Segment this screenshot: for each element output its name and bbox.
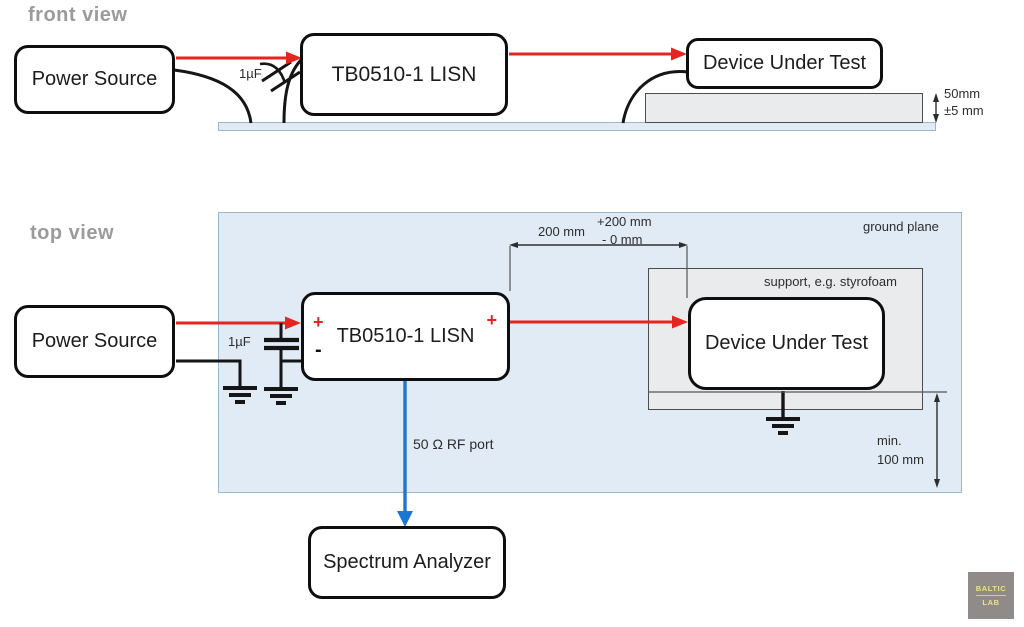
- dim-200mm-value: 200 mm: [538, 224, 585, 239]
- tv-dut-label: Device Under Test: [704, 332, 869, 354]
- rf-port-arrow: [397, 381, 413, 527]
- fv-height-dim-line2: ±5 mm: [944, 103, 984, 118]
- spectrum-analyzer-label: Spectrum Analyzer: [323, 551, 491, 573]
- edge-dimension-label: min. 100 mm: [877, 431, 924, 469]
- tv-ground-symbol-dut: [766, 391, 800, 435]
- edge-dim-line2: 100 mm: [877, 452, 924, 467]
- fv-capacitor-label: 1µF: [239, 66, 262, 81]
- tv-capacitor-label: 1µF: [228, 334, 251, 349]
- fv-wire-dut-to-plane: [621, 70, 689, 124]
- fv-lisn-box: TB0510-1 LISN: [300, 33, 508, 116]
- fv-dut-box: Device Under Test: [686, 38, 883, 89]
- fv-dut-label: Device Under Test: [702, 52, 867, 74]
- fv-wire-hook: [259, 62, 287, 84]
- fv-wire-ps-to-plane: [173, 68, 253, 124]
- rf-port-label: 50 Ω RF port: [413, 436, 494, 452]
- fv-power-source-box: Power Source: [14, 45, 175, 114]
- fv-wire-plane-to-lisn: [282, 56, 305, 124]
- tv-power-source-label: Power Source: [31, 330, 158, 352]
- top-view-label: top view: [30, 222, 115, 244]
- support-label: support, e.g. styrofoam: [764, 274, 897, 289]
- tv-lisn-plus-right: +: [486, 310, 497, 330]
- tv-dimension-min100mm: [648, 391, 947, 488]
- fv-arrow-lisn-to-dut: [509, 47, 687, 61]
- fv-height-dim-line1: 50mm: [944, 86, 981, 101]
- logo-line1: BALTIC: [975, 584, 1007, 596]
- tv-dut-box: Device Under Test: [688, 297, 885, 390]
- tv-arrow-ps-to-lisn: [176, 316, 301, 330]
- dim-200mm-tol-minus: - 0 mm: [602, 232, 643, 247]
- fv-height-dimension-label: 50mm ±5 mm: [944, 85, 984, 119]
- tv-power-source-box: Power Source: [14, 305, 175, 378]
- ground-plane-label: ground plane: [863, 219, 939, 234]
- fv-lisn-label: TB0510-1 LISN: [331, 62, 477, 86]
- logo-line2: LAB: [982, 598, 1000, 607]
- tv-lisn-box: + - + TB0510-1 LISN: [301, 292, 510, 381]
- tv-ground-symbol-cap: [264, 387, 298, 405]
- tv-arrow-lisn-to-dut: [510, 315, 688, 329]
- edge-dim-line1: min.: [877, 433, 902, 448]
- fv-arrow-ps-to-lisn: [176, 51, 302, 65]
- front-ground-plane: [218, 122, 936, 131]
- baltic-lab-logo: BALTIC LAB: [968, 572, 1014, 619]
- tv-lisn-minus: -: [315, 339, 322, 361]
- tv-ground-symbol-ps: [223, 386, 257, 404]
- front-view-label: front view: [28, 4, 128, 26]
- tv-lisn-label: TB0510-1 LISN: [336, 325, 475, 347]
- fv-power-source-label: Power Source: [31, 68, 158, 90]
- dim-200mm-tol-plus: +200 mm: [597, 214, 652, 229]
- tv-dimension-200mm: [509, 242, 688, 298]
- tv-lisn-plus-left: +: [313, 312, 324, 332]
- spectrum-analyzer-box: Spectrum Analyzer: [308, 526, 506, 599]
- tv-capacitor-icon: [264, 323, 303, 387]
- front-support-slab: [645, 93, 923, 123]
- fv-dimension-50mm-arrow: [933, 93, 939, 123]
- fv-capacitor-icon: [261, 60, 301, 93]
- tv-wire-ps-return: [176, 359, 242, 387]
